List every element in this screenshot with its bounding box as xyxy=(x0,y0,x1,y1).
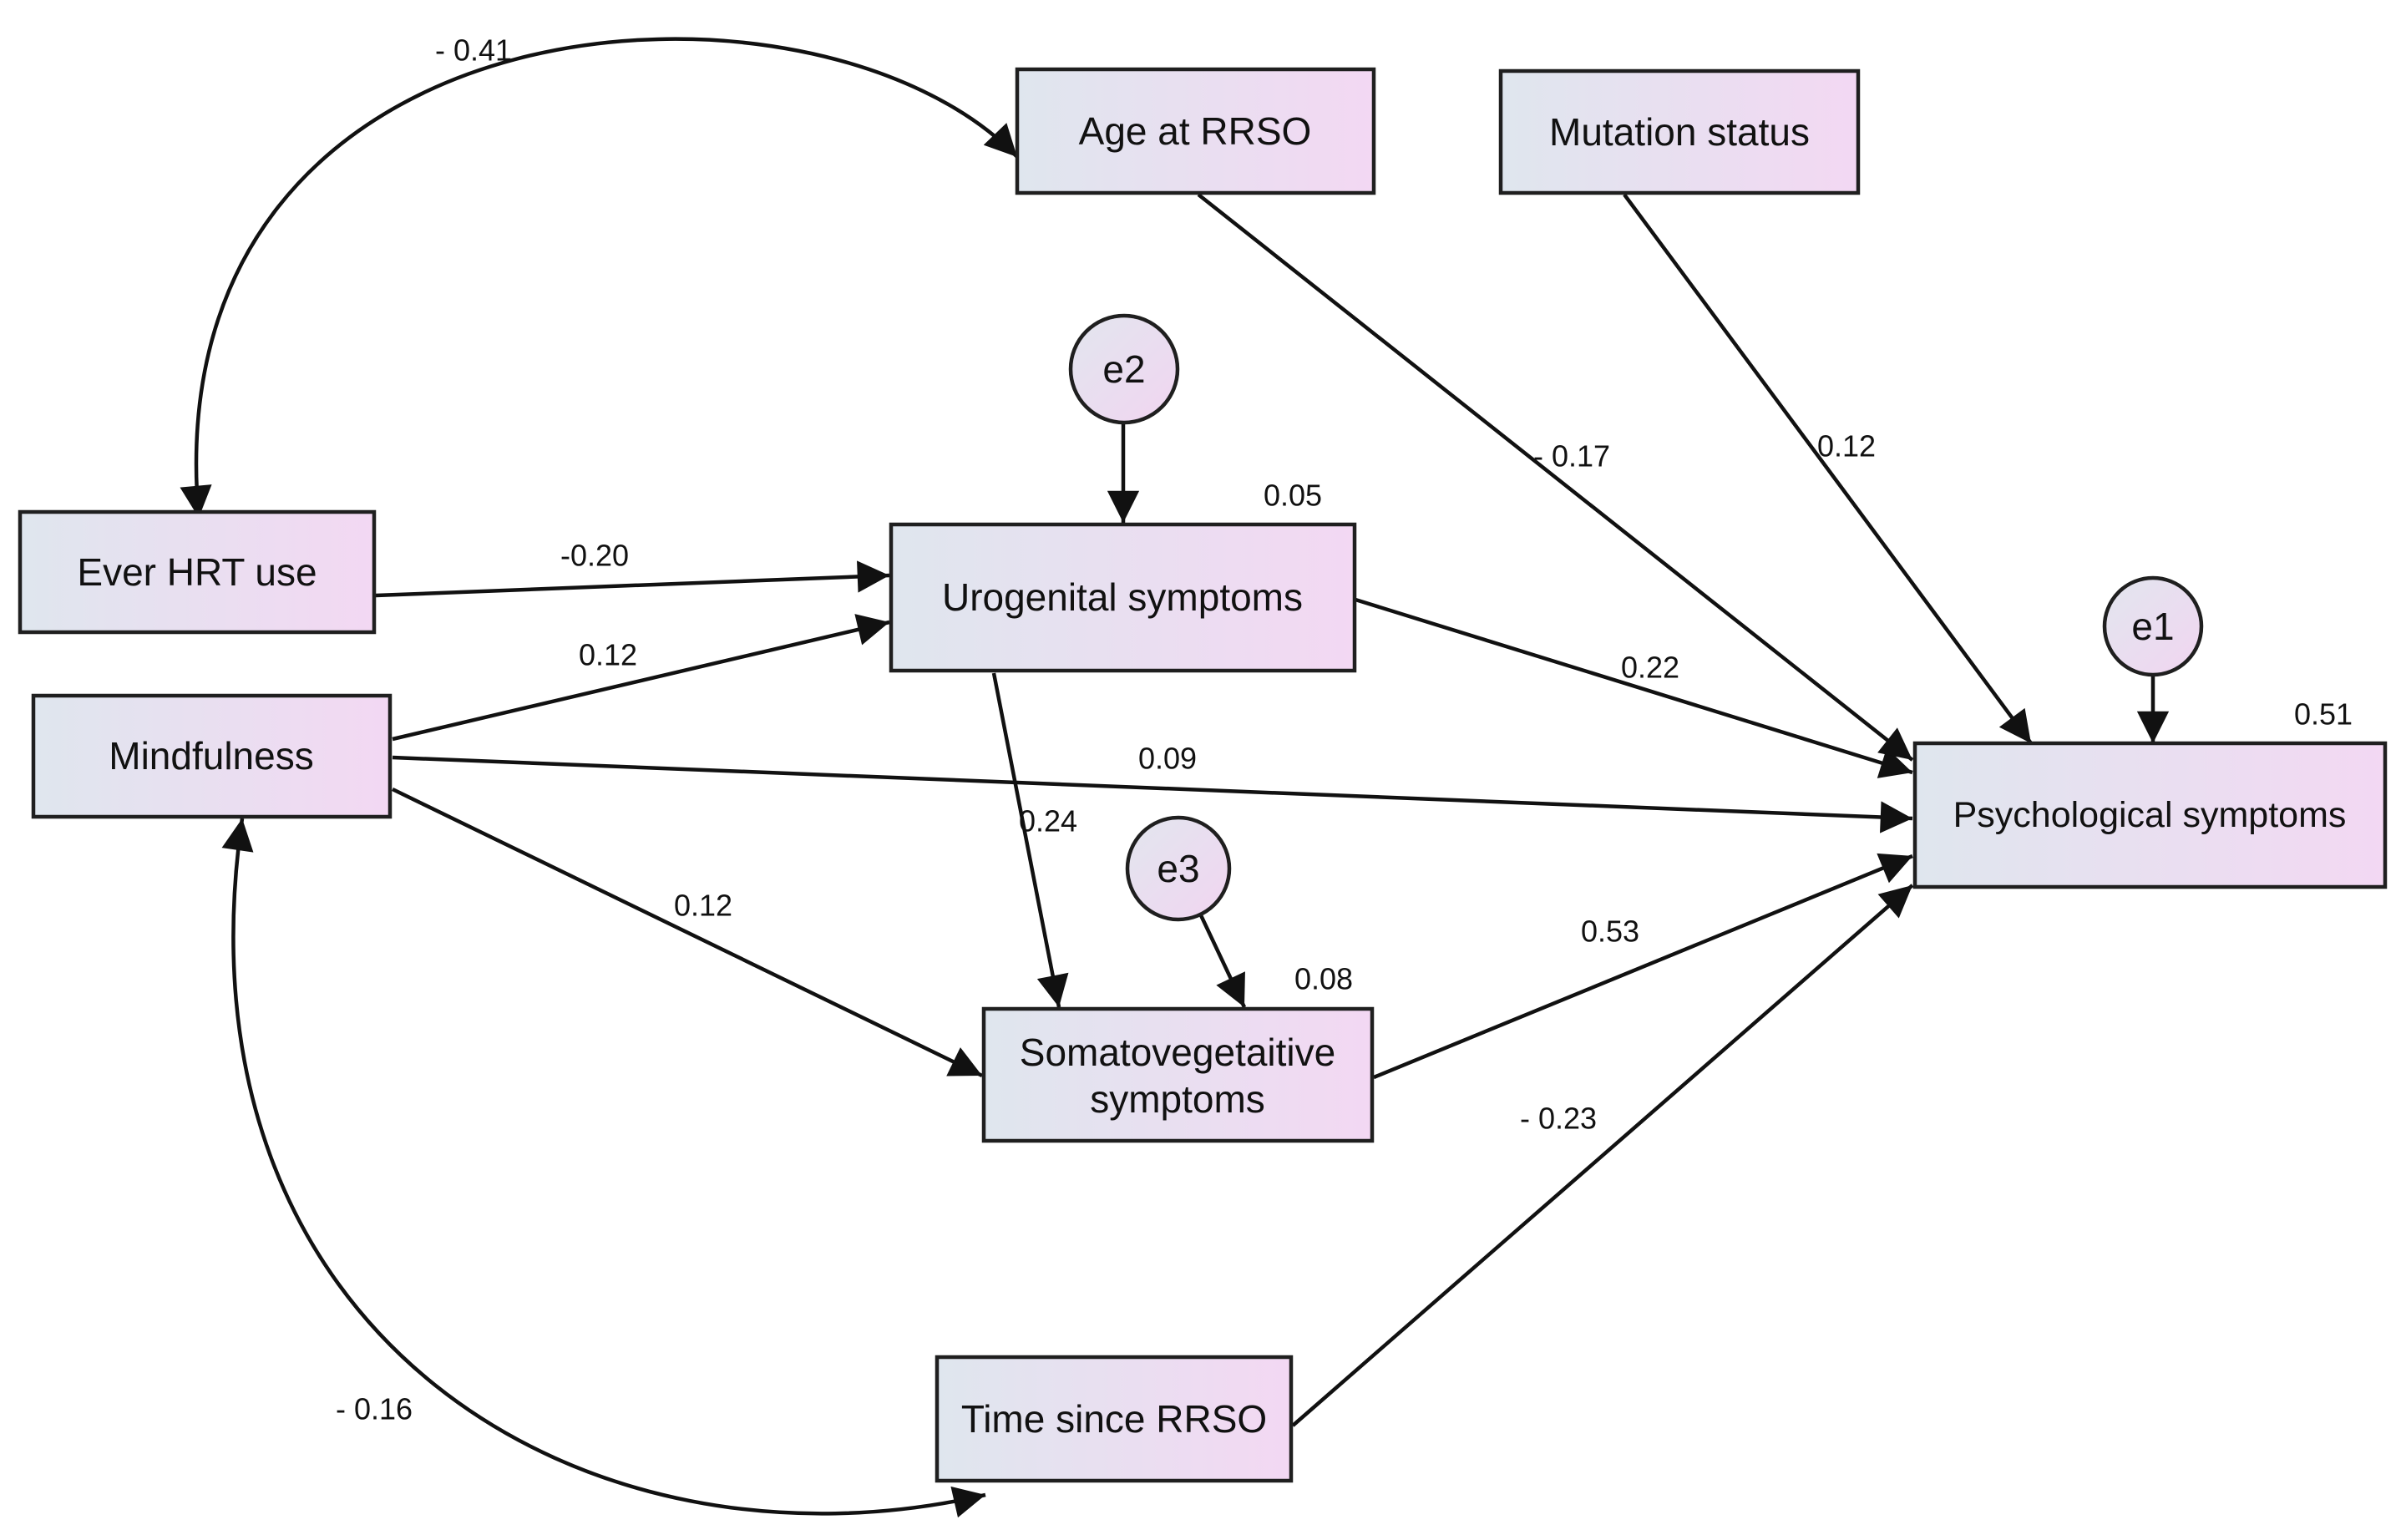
path-e3-to-somatovegetative xyxy=(1198,914,1247,1008)
r-squared-psychological: 0.51 xyxy=(2294,697,2353,732)
time-since-rrso-box: Time since RRSO xyxy=(935,1355,1294,1483)
coef-age-to-psychological: - 0.17 xyxy=(1533,439,1610,474)
mindfulness-box: Mindfulness xyxy=(31,693,393,819)
psychological-symptoms-box: Psychological symptoms xyxy=(1912,741,2388,889)
age-at-rrso-label: Age at RRSO xyxy=(1079,109,1312,153)
path-urogenital-to-psychological xyxy=(1355,597,1913,778)
e2-label: e2 xyxy=(1102,347,1145,391)
path-somatovegetative-to-psychological xyxy=(1373,853,1913,1080)
ever-hrt-use-label: Ever HRT use xyxy=(77,550,317,594)
urogenital-symptoms-label: Urogenital symptoms xyxy=(942,575,1303,619)
coef-urogenital-to-psychological: 0.22 xyxy=(1621,651,1679,685)
path-age-to-psychological xyxy=(1197,193,1914,762)
coef-time-to-psychological: - 0.23 xyxy=(1520,1102,1597,1136)
somatovegetative-symptoms-label-line1: Somatovegetaitive xyxy=(1020,1031,1335,1074)
coef-mutation-to-psychological: 0.12 xyxy=(1817,429,1876,464)
psychological-symptoms-label: Psychological symptoms xyxy=(1953,795,2347,835)
coef-urogenital-to-somatovegetative: 0.24 xyxy=(1019,804,1077,838)
r-squared-somatovegetative: 0.08 xyxy=(1294,962,1353,996)
covariance-mindfulness-time-curve xyxy=(221,818,986,1518)
e3-error-term: e3 xyxy=(1125,815,1232,922)
coef-mindfulness-to-somatovegetative: 0.12 xyxy=(674,889,732,923)
e1-error-term: e1 xyxy=(2102,575,2204,677)
path-time-to-psychological xyxy=(1291,884,1914,1427)
path-mindfulness-to-urogenital xyxy=(392,614,890,742)
ever-hrt-use-box: Ever HRT use xyxy=(18,509,377,635)
covariance-mindfulness-time-label: - 0.16 xyxy=(336,1392,413,1426)
age-at-rrso-box: Age at RRSO xyxy=(1015,67,1376,195)
mindfulness-label: Mindfulness xyxy=(109,734,313,778)
coef-mindfulness-to-psychological: 0.09 xyxy=(1138,742,1197,776)
mutation-status-label: Mutation status xyxy=(1549,110,1810,154)
path-mindfulness-to-somatovegetative xyxy=(392,787,983,1078)
covariance-age-hrt-label: - 0.41 xyxy=(435,33,512,68)
time-since-rrso-label: Time since RRSO xyxy=(961,1397,1267,1441)
path-mindfulness-to-psychological xyxy=(392,755,1913,833)
covariance-age-hrt-curve xyxy=(180,37,1019,519)
somatovegetative-symptoms-box: Somatovegetaitive symptoms xyxy=(981,1006,1375,1143)
urogenital-symptoms-box: Urogenital symptoms xyxy=(889,522,1357,673)
somatovegetative-symptoms-label-line2: symptoms xyxy=(1090,1077,1265,1121)
path-hrt-to-urogenital xyxy=(375,560,890,598)
coef-mindfulness-to-urogenital: 0.12 xyxy=(579,638,637,672)
e2-error-term: e2 xyxy=(1068,313,1180,425)
path-urogenital-to-somatovegetative xyxy=(991,672,1069,1008)
path-mutation-to-psychological xyxy=(1623,193,2033,745)
mutation-status-box: Mutation status xyxy=(1498,68,1861,195)
e1-label: e1 xyxy=(2131,605,2174,648)
coef-somatovegetative-to-psychological: 0.53 xyxy=(1581,914,1639,949)
r-squared-urogenital: 0.05 xyxy=(1264,479,1322,513)
e3-label: e3 xyxy=(1157,847,1199,890)
coef-hrt-to-urogenital: -0.20 xyxy=(560,539,629,573)
